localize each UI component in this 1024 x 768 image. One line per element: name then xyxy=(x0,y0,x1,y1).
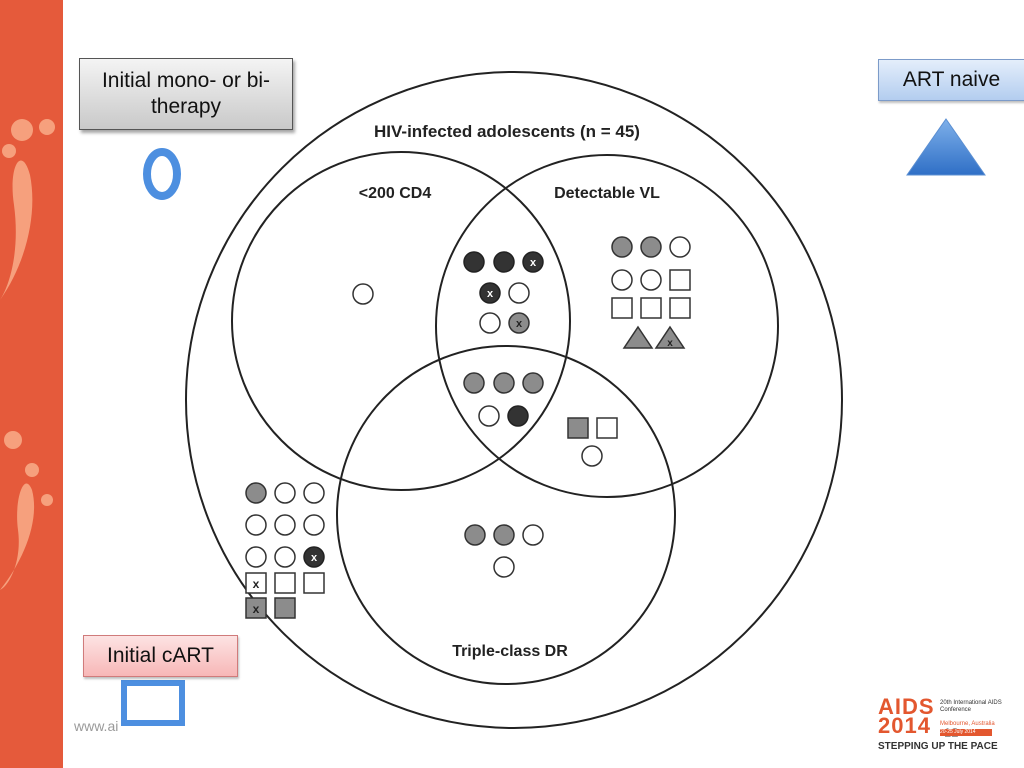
patient-square-white xyxy=(640,297,662,319)
patient-circle-white xyxy=(478,405,500,427)
patient-circle-grey xyxy=(464,524,486,546)
triangle-art-naive-icon xyxy=(906,118,986,176)
patient-square-white xyxy=(669,269,691,291)
aids-2014-logo: AIDS 2014 20th International AIDS Confer… xyxy=(878,694,1018,757)
footprint-dot xyxy=(41,494,53,506)
patient-circle-white xyxy=(274,546,296,568)
logo-aids-text: AIDS xyxy=(878,694,935,719)
group-only-vl: x xyxy=(611,236,691,349)
legend-initial-cart: Initial cART xyxy=(83,635,238,677)
footprint-dot xyxy=(11,119,33,141)
patient-circle-grey xyxy=(522,372,544,394)
patient-circle-white xyxy=(522,524,544,546)
footprint-dot xyxy=(25,463,39,477)
patient-circle-grey xyxy=(640,236,662,258)
patient-circle-white xyxy=(611,269,633,291)
patient-square-white xyxy=(669,297,691,319)
svg-text:x: x xyxy=(253,577,260,591)
patient-circle-white xyxy=(669,236,691,258)
patient-circle-grey xyxy=(493,372,515,394)
group-only-cd4 xyxy=(352,283,374,305)
sidebar-band xyxy=(0,0,63,768)
patient-circle-black-x: x xyxy=(303,546,325,568)
patient-circle-black xyxy=(493,251,515,273)
patient-circle-white xyxy=(245,514,267,536)
outer-population-circle xyxy=(185,71,843,729)
svg-text:x: x xyxy=(530,257,537,269)
patient-circle-white xyxy=(493,556,515,578)
svg-text:x: x xyxy=(516,318,523,330)
logo-date-badge: 20-25 July 2014 xyxy=(940,729,992,736)
patient-square-grey xyxy=(567,417,589,439)
dr-circle xyxy=(336,345,676,685)
sidebar-decoration xyxy=(0,119,55,590)
patient-square-grey xyxy=(274,597,296,619)
patient-circle-white xyxy=(640,269,662,291)
group-only-dr xyxy=(464,524,544,578)
svg-text:x: x xyxy=(667,338,673,349)
cd4-set-label: <200 CD4 xyxy=(359,185,432,202)
patient-circle-grey xyxy=(493,524,515,546)
patient-circle-white xyxy=(352,283,374,305)
patient-circle-black xyxy=(507,405,529,427)
patient-square-grey-x: x xyxy=(245,597,267,619)
patient-triangle-grey xyxy=(622,325,654,349)
legend-mono-therapy-label: Initial mono- or bi-therapy xyxy=(101,68,271,118)
footer-url: www.ai xyxy=(74,718,119,734)
footprint-dot xyxy=(2,144,16,158)
legend-art-naive-label: ART naive xyxy=(902,67,1001,91)
svg-text:x: x xyxy=(311,552,318,564)
group-all-three xyxy=(463,372,544,427)
patient-circle-black-x: x xyxy=(479,282,501,304)
patient-circle-white xyxy=(303,514,325,536)
square-initial-cart-icon xyxy=(121,680,185,726)
patient-circle-grey xyxy=(245,482,267,504)
patient-circle-grey-x: x xyxy=(508,312,530,334)
vl-set-label: Detectable VL xyxy=(554,185,660,202)
patient-circle-black-x: x xyxy=(522,251,544,273)
patient-square-white xyxy=(303,572,325,594)
patient-circle-grey xyxy=(611,236,633,258)
dr-set-label: Triple-class DR xyxy=(452,643,568,660)
legend-initial-cart-label: Initial cART xyxy=(107,643,214,667)
group-outside: x x x xyxy=(245,482,325,619)
diagram-title: HIV-infected adolescents (n = 45) xyxy=(374,122,640,141)
patient-circle-white xyxy=(274,482,296,504)
logo-tagline: STEPPING UP THE PACE xyxy=(878,741,998,752)
vl-circle xyxy=(435,154,779,498)
logo-city-text: Melbourne, Australia xyxy=(940,721,995,727)
group-cd4-vl: x x x xyxy=(463,251,544,334)
footprint-dot xyxy=(39,119,55,135)
cd4-circle xyxy=(231,151,571,491)
patient-circle-grey xyxy=(463,372,485,394)
svg-text:x: x xyxy=(253,602,260,616)
logo-year-text: 2014 xyxy=(878,713,931,738)
patient-circle-white xyxy=(479,312,501,334)
patient-square-white-x: x xyxy=(245,572,267,594)
patient-circle-white xyxy=(581,445,603,467)
patient-circle-white xyxy=(245,546,267,568)
group-vl-dr xyxy=(567,417,618,467)
sidebar-swirl xyxy=(0,483,35,590)
svg-text:x: x xyxy=(487,288,494,300)
sidebar-swirl xyxy=(0,160,33,300)
legend-art-naive: ART naive xyxy=(878,59,1024,101)
patient-circle-black xyxy=(463,251,485,273)
patient-triangle-grey-x: x xyxy=(654,325,686,349)
patient-square-white xyxy=(611,297,633,319)
patient-square-white xyxy=(596,417,618,439)
legend-mono-therapy: Initial mono- or bi-therapy xyxy=(79,58,293,130)
patient-square-white xyxy=(274,572,296,594)
oval-mono-therapy-icon xyxy=(143,148,181,200)
patient-circle-white xyxy=(508,282,530,304)
patient-circle-white xyxy=(303,482,325,504)
logo-conference-text: 20th International AIDS Conference xyxy=(940,700,1002,713)
patient-circle-white xyxy=(274,514,296,536)
footprint-dot xyxy=(4,431,22,449)
